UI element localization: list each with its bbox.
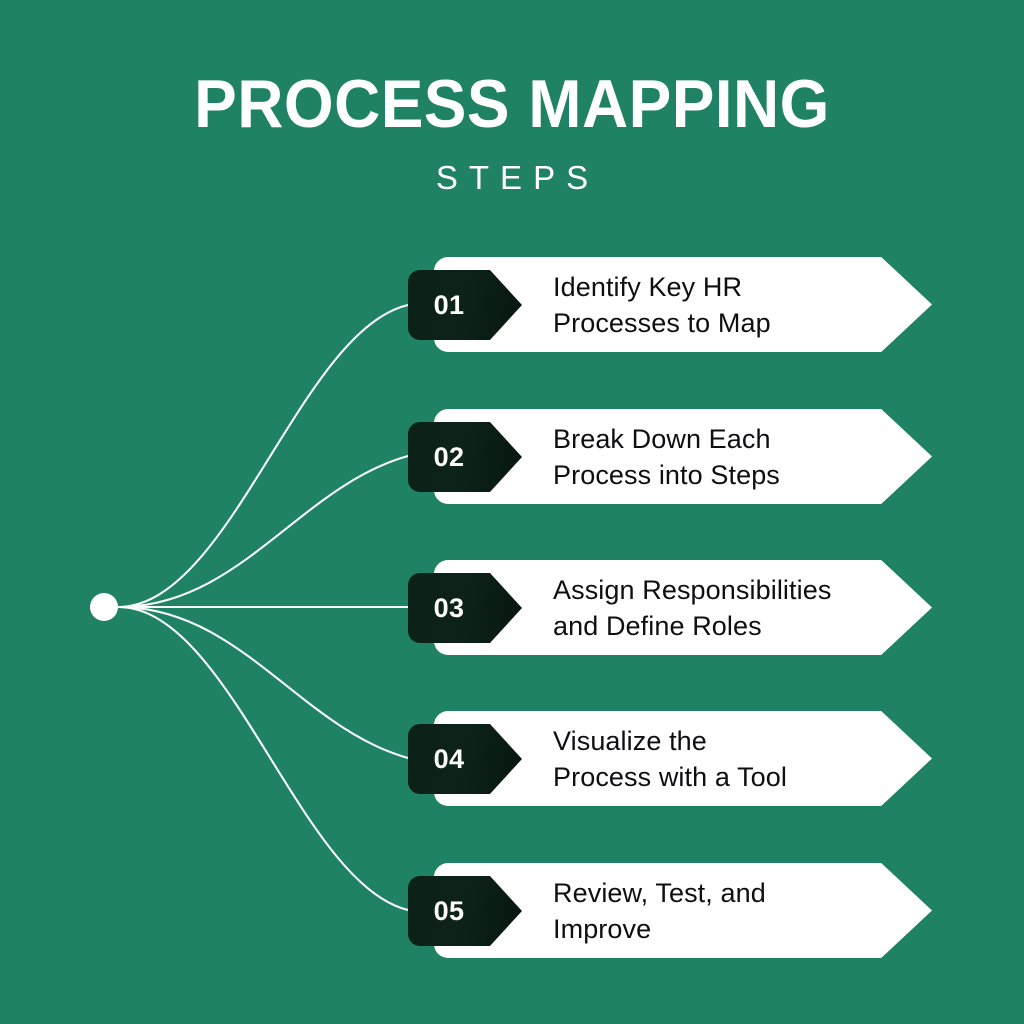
step-number: 05 — [433, 895, 465, 926]
page-title: PROCESS MAPPING — [194, 66, 830, 142]
step-row[interactable]: Review, Test, and Improve 05 — [408, 863, 932, 958]
header: PROCESS MAPPING STEPS — [0, 0, 1024, 198]
step-row[interactable]: Identify Key HR Processes to Map 01 — [408, 257, 932, 352]
step-card: Assign Responsibilities and Define Roles — [434, 560, 932, 655]
step-label: Break Down Each Process into Steps — [553, 423, 780, 490]
step-row[interactable]: Break Down Each Process into Steps 02 — [408, 409, 932, 504]
step-row[interactable]: Assign Responsibilities and Define Roles… — [408, 560, 932, 655]
step-row[interactable]: Visualize the Process with a Tool 04 — [408, 711, 932, 806]
step-number: 04 — [433, 743, 465, 774]
step-number: 03 — [433, 592, 465, 623]
step-number: 02 — [433, 441, 465, 472]
step-label: Visualize the Process with a Tool — [553, 725, 788, 792]
page-subtitle: STEPS — [435, 159, 600, 196]
step-label: Identify Key HR Processes to Map — [553, 271, 771, 338]
step-number: 01 — [433, 289, 465, 320]
hub-node — [90, 593, 118, 621]
step-label: Assign Responsibilities and Define Roles — [553, 574, 832, 641]
step-label: Review, Test, and Improve — [553, 877, 766, 944]
